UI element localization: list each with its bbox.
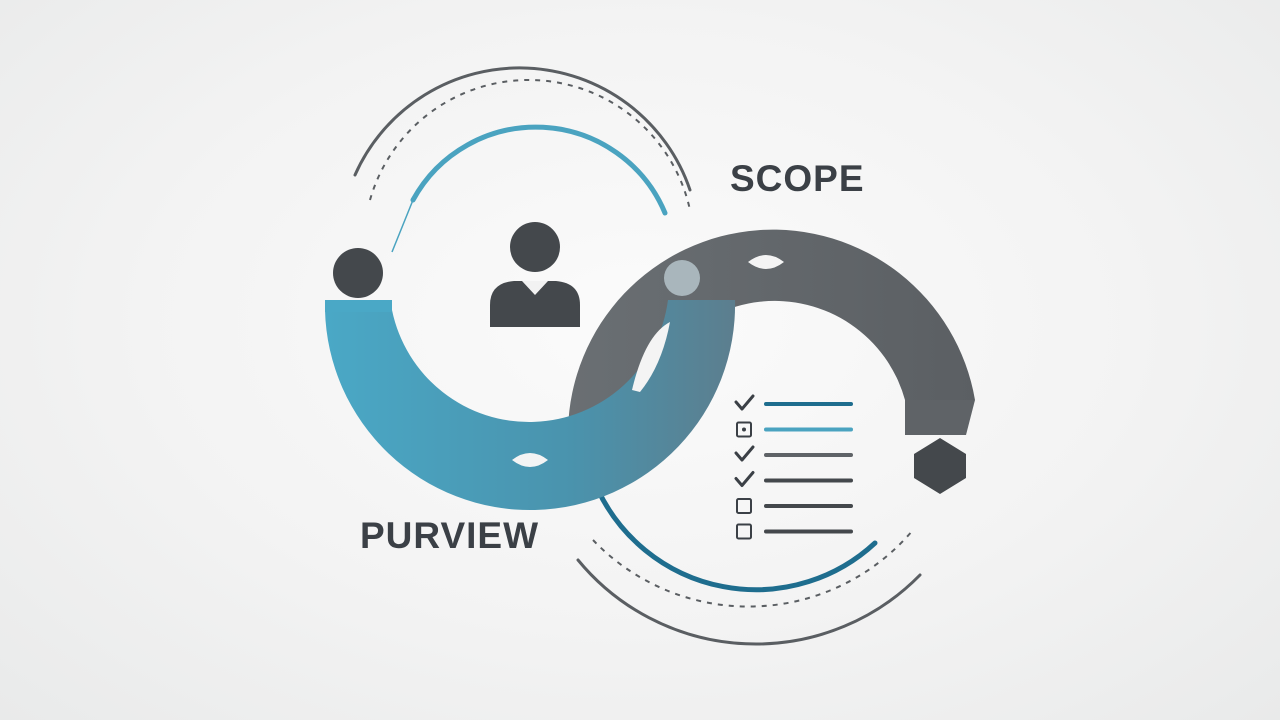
checklist-row: [736, 523, 853, 540]
scope-label: SCOPE: [730, 158, 865, 199]
checkmark-icon: [734, 394, 755, 411]
purview-top-cap: [325, 300, 392, 312]
checkmark-icon: [734, 471, 755, 487]
checkbox-icon: [736, 421, 752, 438]
right-outer-rings: [576, 487, 922, 646]
checklist-row: [734, 445, 853, 462]
purview-ring: [325, 248, 736, 511]
checkmark-icon: [734, 445, 755, 462]
scope-notch: [748, 255, 784, 269]
right-navy-arc: [595, 487, 878, 593]
checkbox-icon: [736, 498, 752, 514]
person-head: [510, 222, 560, 272]
left-outer-arc: [353, 66, 692, 192]
scope-end-cap: [905, 400, 975, 435]
checkbox-dot-icon: [742, 427, 746, 432]
ring-junction-node: [664, 260, 700, 296]
purview-label: PURVIEW: [360, 515, 540, 556]
ring-overlap-gap: [632, 322, 670, 392]
teal-connector: [391, 199, 414, 253]
purview-notch: [512, 453, 548, 467]
left-teal-arc: [410, 124, 668, 216]
person-icon: [490, 222, 580, 327]
checklist-row: [734, 394, 853, 411]
right-dashed-arc: [592, 529, 914, 608]
person-collar: [522, 281, 548, 295]
checkbox-icon: [736, 523, 752, 540]
purview-end-node: [333, 248, 383, 298]
person-body: [490, 281, 580, 327]
checklist-row: [736, 498, 853, 514]
checklist-row: [736, 421, 853, 438]
right-outer-arc: [576, 558, 922, 646]
purview-ring-band: [325, 300, 736, 511]
left-outer-rings: [353, 66, 692, 253]
checklist-icon: [734, 394, 853, 540]
checklist-row: [734, 471, 853, 487]
scope-end-hexagon: [914, 438, 966, 494]
